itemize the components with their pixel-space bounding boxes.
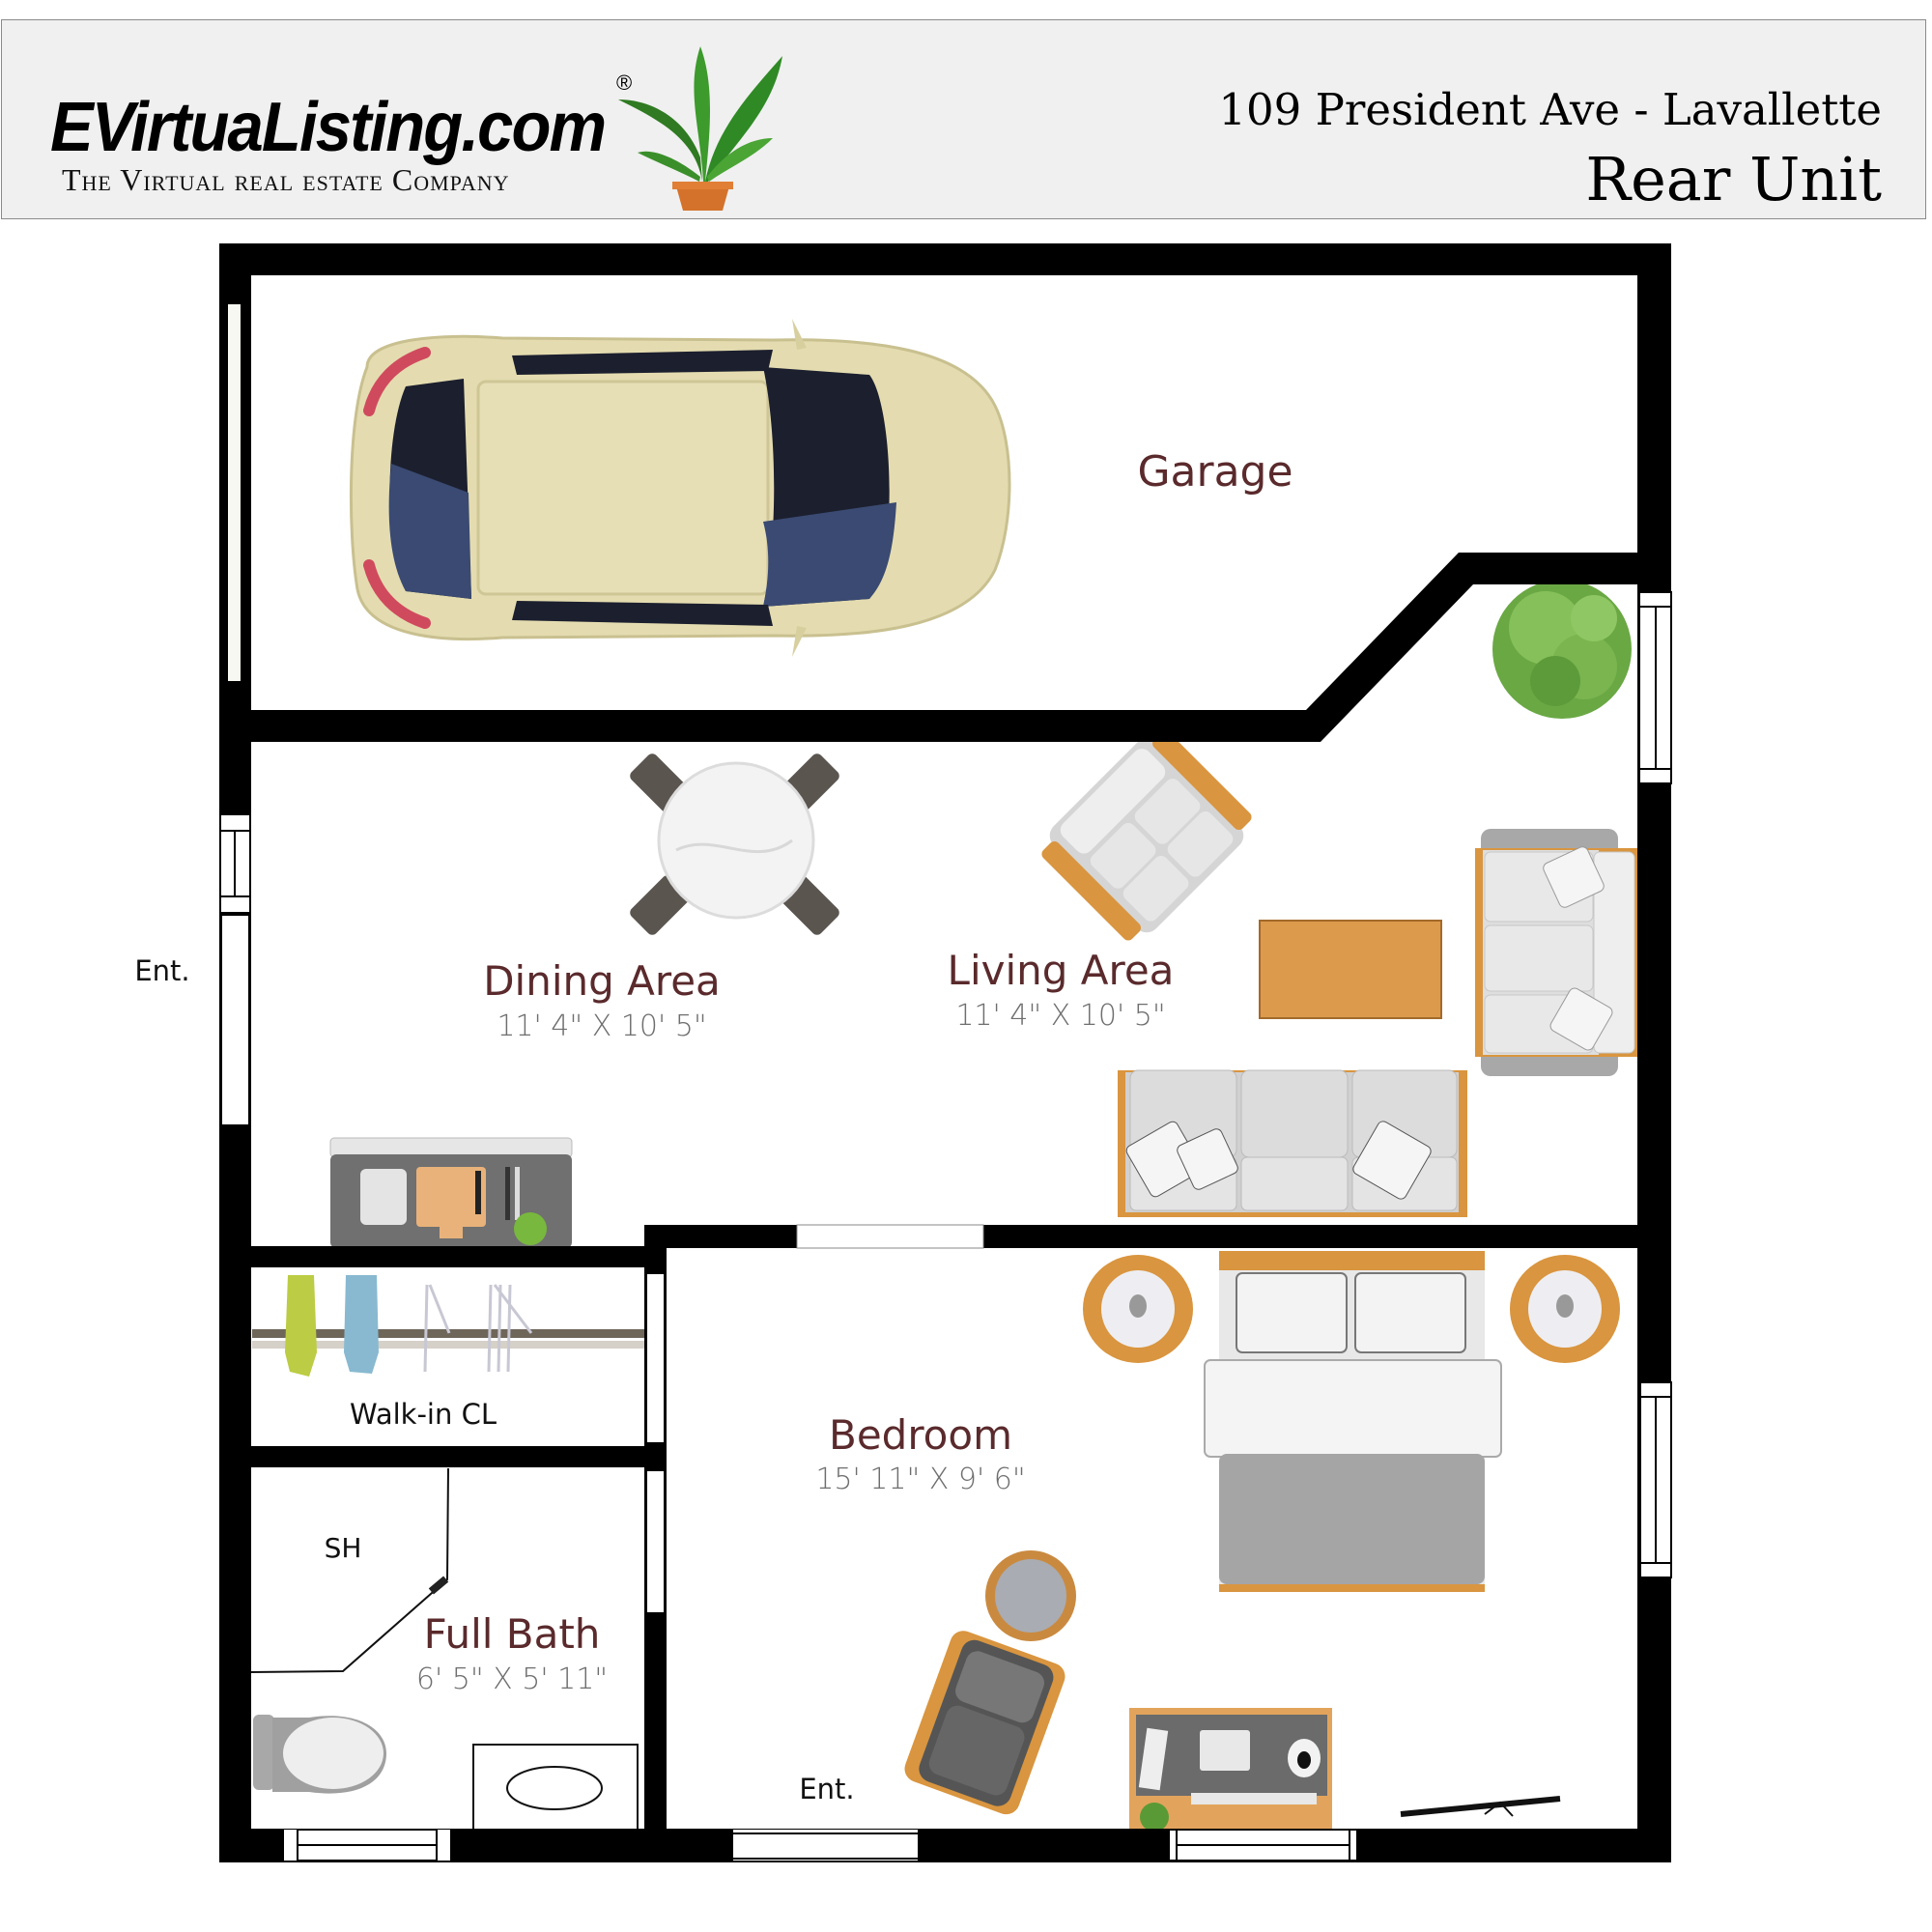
room-label-dining: Dining Area	[483, 957, 721, 1005]
room-label-bedroom: Bedroom	[829, 1411, 1012, 1459]
clothes-rack-icon	[252, 1275, 644, 1377]
window-bedroom-right	[1639, 1381, 1672, 1578]
lounge-chair-icon	[904, 1631, 1065, 1815]
closet-door-opening[interactable]	[645, 1272, 666, 1444]
sink-vanity-icon	[472, 1744, 639, 1831]
bath-door-opening[interactable]	[645, 1469, 666, 1614]
header-banner: EVirtuaListing.com ® The Virtual real es…	[1, 19, 1926, 219]
shower-outline	[250, 1467, 449, 1673]
entry-label-main: Ent.	[134, 954, 189, 987]
room-label-shower: SH	[325, 1532, 362, 1564]
loveseat-icon	[1475, 829, 1637, 1076]
room-label-living: Living Area	[948, 947, 1175, 994]
bedroom-door-opening[interactable]	[796, 1224, 984, 1249]
door-swing-icon	[1400, 1796, 1561, 1817]
entry-label-bedroom: Ent.	[799, 1773, 854, 1805]
room-label-bath: Full Bath	[424, 1610, 601, 1658]
bed-icon	[1204, 1251, 1502, 1592]
walls	[219, 243, 1671, 1862]
registered-mark: ®	[616, 71, 633, 95]
room-dims-living: 11' 4" X 10' 5"	[955, 999, 1165, 1033]
desk-icon	[1129, 1708, 1332, 1832]
armchair-icon	[1041, 730, 1252, 941]
side-table-icon	[985, 1550, 1076, 1641]
room-dims-bedroom: 15' 11" X 9' 6"	[815, 1463, 1025, 1496]
main-entry-door[interactable]	[220, 914, 250, 1126]
unit-title: Rear Unit	[1585, 144, 1882, 214]
garage-door	[228, 304, 241, 681]
bedroom-entry-door[interactable]	[733, 1830, 918, 1861]
property-address: 109 President Ave - Lavallette	[1218, 84, 1882, 135]
window-living-right	[1638, 591, 1672, 784]
logo-wordmark: EVirtuaListing.com	[50, 89, 607, 166]
nightstand-right-icon	[1510, 1255, 1620, 1363]
room-dims-bath: 6' 5" X 5' 11"	[416, 1662, 608, 1696]
window-dining-left	[219, 813, 251, 914]
plant-icon	[1492, 580, 1632, 719]
coffee-table-icon	[1259, 920, 1442, 1019]
room-label-closet: Walk-in CL	[350, 1398, 497, 1431]
nightstand-left-icon	[1083, 1255, 1193, 1363]
window-bedroom-bottom	[1168, 1829, 1358, 1861]
dining-table-icon	[630, 753, 839, 935]
room-label-garage: Garage	[1137, 447, 1293, 497]
sofa-icon	[1118, 1069, 1467, 1217]
car-icon	[349, 319, 1011, 657]
logo-tagline: The Virtual real estate Company	[62, 162, 510, 197]
potted-plant-icon	[618, 46, 782, 211]
kitchen-counter-icon	[329, 1137, 573, 1248]
room-dims-dining: 11' 4" X 10' 5"	[497, 1009, 706, 1043]
window-bath-bottom	[284, 1829, 450, 1861]
toilet-icon	[253, 1715, 386, 1794]
